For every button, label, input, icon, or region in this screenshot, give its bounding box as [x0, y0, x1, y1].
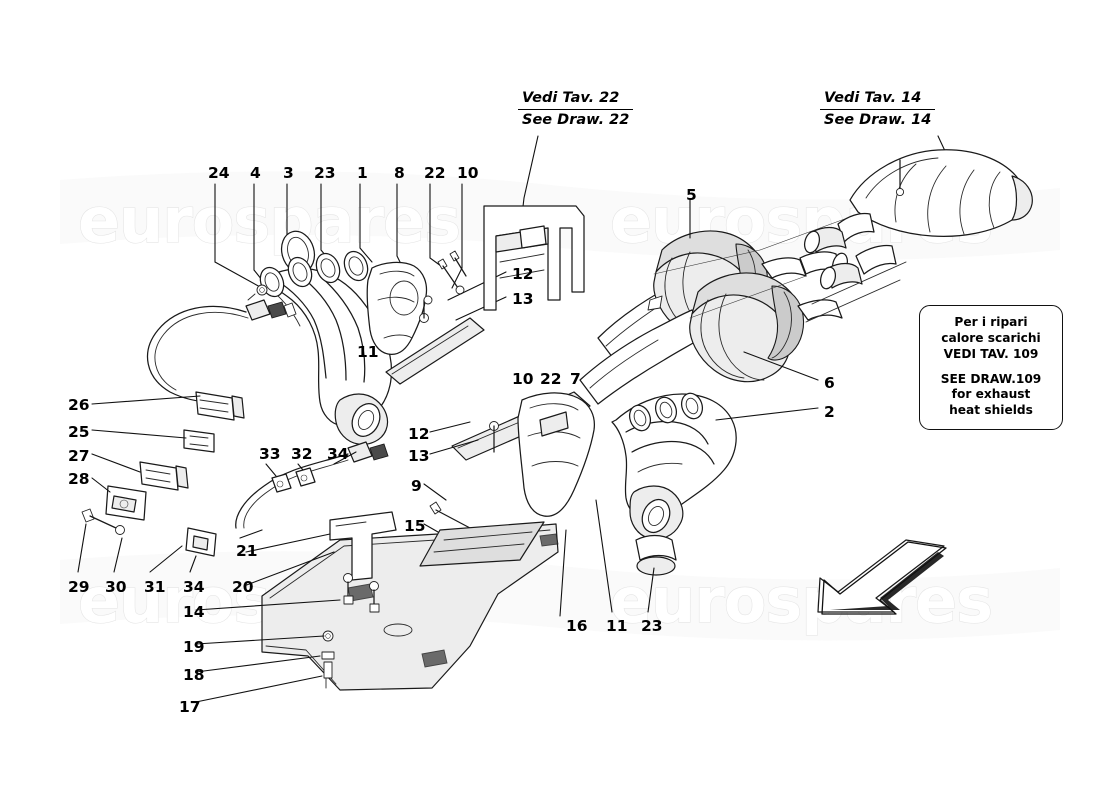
callout-34: 34 [327, 445, 349, 463]
callout-3: 3 [283, 164, 294, 182]
reference-tav-22-italian: Vedi Tav. 22 [518, 89, 634, 111]
callout-30: 30 [105, 578, 127, 596]
callout-21: 21 [236, 542, 258, 560]
callout-15: 15 [404, 517, 426, 535]
callout-32: 32 [291, 445, 313, 463]
reference-tav-14: Vedi Tav. 14 See Draw. 14 [820, 89, 936, 130]
callout-33: 33 [259, 445, 281, 463]
callout-12: 12 [408, 425, 430, 443]
direction-arrow [817, 539, 947, 615]
callout-16: 16 [566, 617, 588, 635]
callout-7: 7 [570, 370, 581, 388]
callout-10: 10 [512, 370, 534, 388]
heat-shield-lower-center [517, 392, 655, 617]
callout-6: 6 [824, 374, 835, 392]
reference-tav-14-english: See Draw. 14 [824, 112, 932, 129]
callout-31: 31 [144, 578, 166, 596]
callout-24: 24 [208, 164, 230, 182]
exhaust-manifold-rear [611, 392, 819, 576]
support-bracket-tav22 [483, 205, 585, 311]
callout-11: 11 [606, 617, 628, 635]
note-italian-line-2: calore scarichi [941, 330, 1041, 345]
callout-12: 12 [512, 265, 534, 283]
callout-25: 25 [68, 423, 90, 441]
callout-23: 23 [641, 617, 663, 635]
callout-27: 27 [68, 447, 90, 465]
callout-34: 34 [183, 578, 205, 596]
heat-shield-upper [366, 261, 428, 356]
callout-22: 22 [424, 164, 446, 182]
callout-22: 22 [540, 370, 562, 388]
note-italian-line-3: VEDI TAV. 109 [943, 346, 1039, 361]
callout-13: 13 [512, 290, 534, 308]
callout-17: 17 [179, 698, 201, 716]
reference-tav-14-italian: Vedi Tav. 14 [820, 89, 936, 111]
lambda-sensor-harness-2 [77, 441, 389, 573]
callout-29: 29 [68, 578, 90, 596]
callout-4: 4 [250, 164, 261, 182]
callout-14: 14 [183, 603, 205, 621]
reference-tav-22-english: See Draw. 22 [522, 112, 630, 129]
callout-13: 13 [408, 447, 430, 465]
callout-26: 26 [68, 396, 90, 414]
note-spacer [924, 363, 1058, 372]
lambda-sensor-harness [91, 299, 297, 521]
heat-shield-floor-pan [195, 511, 559, 703]
callout-20: 20 [232, 578, 254, 596]
note-english-line-3: heat shields [949, 403, 1033, 418]
watermark-text: eurospares [610, 564, 992, 637]
note-italian-line-1: Per i ripari [954, 315, 1028, 329]
callout-5: 5 [686, 186, 697, 204]
rear-muffler [803, 149, 1033, 290]
callout-23: 23 [314, 164, 336, 182]
callout-28: 28 [68, 470, 90, 488]
callout-10: 10 [457, 164, 479, 182]
note-english-line-2: for exhaust [951, 387, 1031, 402]
callout-8: 8 [394, 164, 405, 182]
note-english-line-1: SEE DRAW.109 [940, 371, 1042, 386]
callout-2: 2 [824, 403, 835, 421]
callout-11: 11 [357, 343, 379, 361]
heat-shield-note-box: Per i ripari calore scarichi VEDI TAV. 1… [919, 305, 1063, 431]
exhaust-manifold-front [247, 230, 467, 445]
callout-18: 18 [183, 666, 205, 684]
reference-tav-22: Vedi Tav. 22 See Draw. 22 [518, 89, 634, 130]
bracket-plate-upper [385, 271, 507, 385]
callout-9: 9 [411, 477, 422, 495]
callout-1: 1 [357, 164, 368, 182]
callout-19: 19 [183, 638, 205, 656]
